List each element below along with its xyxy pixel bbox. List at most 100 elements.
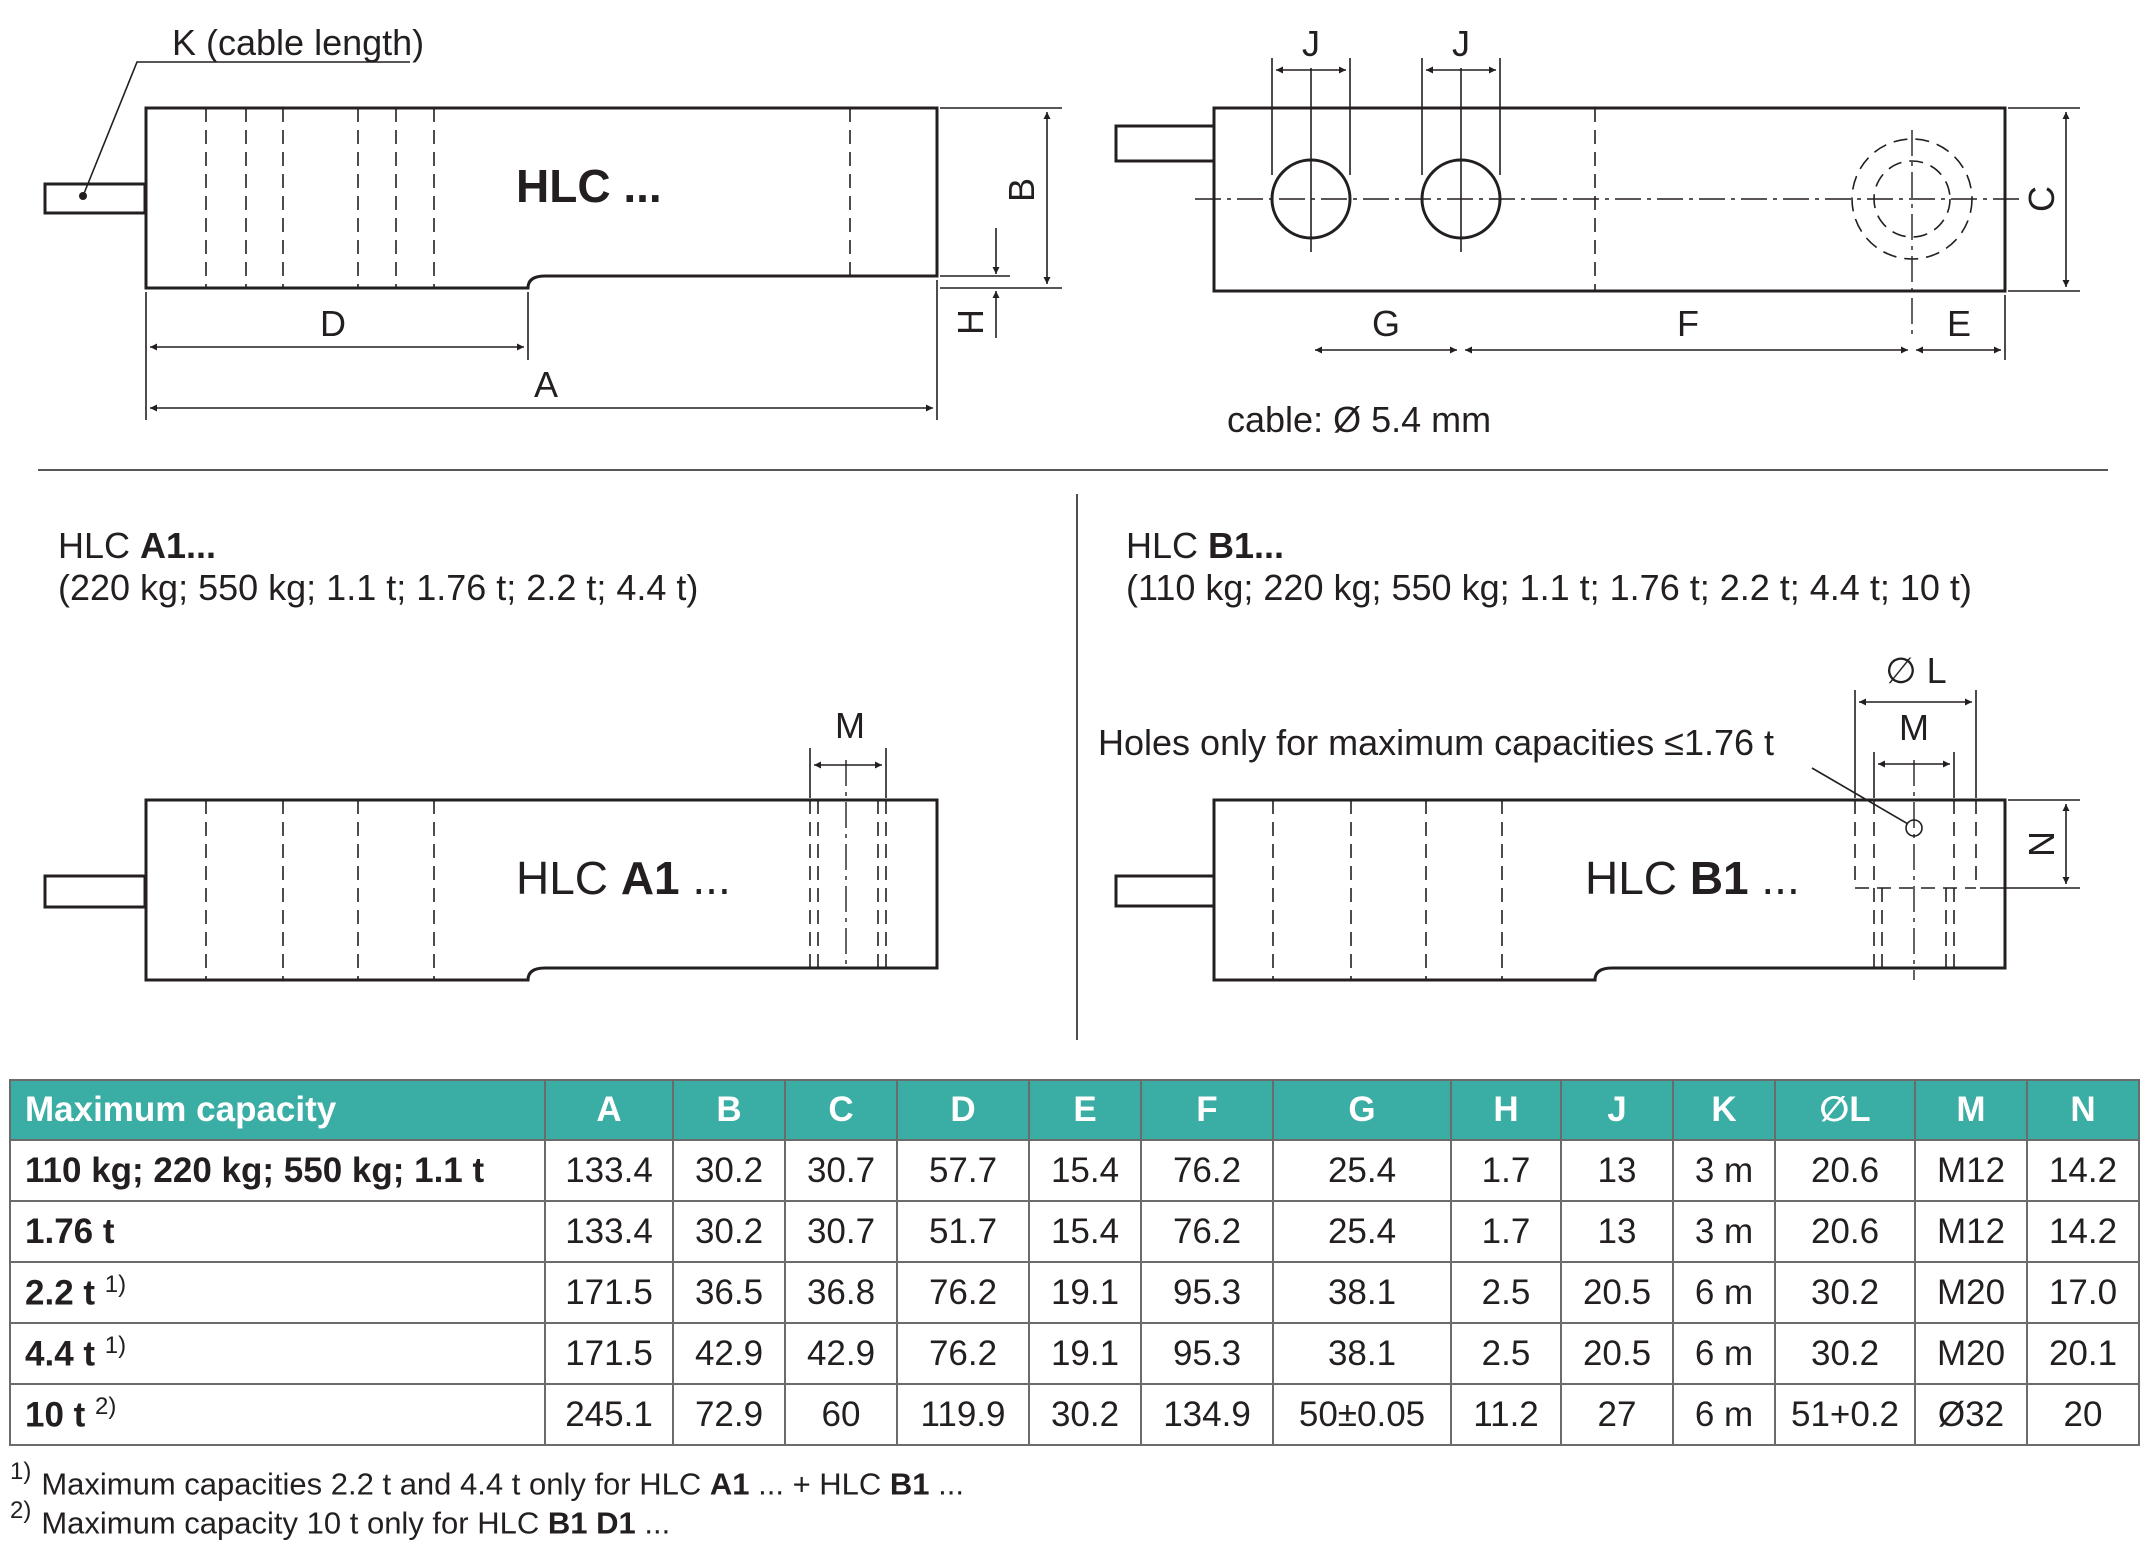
footnote-1: 1)Maximum capacities 2.2 t and 4.4 t onl… (10, 1458, 965, 1502)
value-cell-J: 20.5 (1560, 1261, 1674, 1324)
value-cell-G: 38.1 (1272, 1261, 1452, 1324)
capacity-cell: 110 kg; 220 kg; 550 kg; 1.1 t (9, 1139, 546, 1202)
value-cell-D: 76.2 (896, 1261, 1030, 1324)
value-cell-K: 6 m (1672, 1322, 1776, 1385)
cable-stub (43, 182, 147, 215)
capacity-cell: 1.76 t (9, 1200, 546, 1263)
header-N: N (2026, 1079, 2140, 1141)
dimension-table: Maximum capacity A B C D E F G H J K ∅L … (9, 1079, 2140, 1446)
header-G: G (1272, 1079, 1452, 1141)
dim-J1-label: J (1302, 23, 1320, 64)
dim-F-label: F (1677, 303, 1699, 344)
header-C: C (784, 1079, 898, 1141)
value-cell-E: 19.1 (1028, 1322, 1142, 1385)
dim-D-label: D (320, 303, 346, 344)
table-header-row: Maximum capacity A B C D E F G H J K ∅L … (9, 1079, 2140, 1141)
value-cell-N: 14.2 (2026, 1200, 2140, 1263)
cable-stub (1114, 874, 1216, 908)
capacity-cell: 10 t 2) (9, 1383, 546, 1446)
value-cell-N: 17.0 (2026, 1261, 2140, 1324)
value-cell-F: 76.2 (1140, 1139, 1274, 1202)
dim-M-label: M (1899, 707, 1929, 748)
value-cell-B: 36.5 (672, 1261, 786, 1324)
value-cell-D: 76.2 (896, 1322, 1030, 1385)
value-cell-B: 72.9 (672, 1383, 786, 1446)
value-cell-J: 13 (1560, 1200, 1674, 1263)
dim-E-label: E (1947, 303, 1971, 344)
value-cell-C: 60 (784, 1383, 898, 1446)
load-cell-body (144, 798, 939, 982)
variant-a1-title: HLC A1... (58, 525, 216, 566)
value-cell-A: 133.4 (544, 1200, 674, 1263)
value-cell-L: 51+0.2 (1774, 1383, 1916, 1446)
value-cell-A: 171.5 (544, 1261, 674, 1324)
capacity-cell: 4.4 t 1) (9, 1322, 546, 1385)
value-cell-F: 76.2 (1140, 1200, 1274, 1263)
value-cell-G: 25.4 (1272, 1200, 1452, 1263)
value-cell-H: 1.7 (1450, 1200, 1562, 1263)
value-cell-A: 245.1 (544, 1383, 674, 1446)
model-label: HLC ... (516, 160, 662, 212)
header-E: E (1028, 1079, 1142, 1141)
value-cell-B: 42.9 (672, 1322, 786, 1385)
value-cell-D: 119.9 (896, 1383, 1030, 1446)
dim-H-label: H (950, 309, 991, 335)
header-J: J (1560, 1079, 1674, 1141)
value-cell-A: 171.5 (544, 1322, 674, 1385)
header-M: M (1914, 1079, 2028, 1141)
value-cell-G: 25.4 (1272, 1139, 1452, 1202)
dim-G-label: G (1372, 303, 1400, 344)
header-B: B (672, 1079, 786, 1141)
value-cell-L: 30.2 (1774, 1322, 1916, 1385)
value-cell-M: Ø32 (1914, 1383, 2028, 1446)
dim-N-label: N (2021, 831, 2062, 857)
side-view: K (cable length) HLC ... B H D A (43, 22, 1062, 420)
variant-a1: HLC A1... (220 kg; 550 kg; 1.1 t; 1.76 t… (43, 525, 939, 982)
value-cell-E: 30.2 (1028, 1383, 1142, 1446)
value-cell-C: 30.7 (784, 1200, 898, 1263)
value-cell-K: 6 m (1672, 1383, 1776, 1446)
footnote-2: 2)Maximum capacity 10 t only for HLC B1 … (10, 1497, 671, 1541)
dim-J2-label: J (1452, 23, 1470, 64)
value-cell-M: M20 (1914, 1261, 2028, 1324)
header-maximum-capacity: Maximum capacity (9, 1079, 546, 1141)
header-F: F (1140, 1079, 1274, 1141)
value-cell-D: 51.7 (896, 1200, 1030, 1263)
value-cell-F: 95.3 (1140, 1322, 1274, 1385)
dim-M-label: M (835, 705, 865, 746)
value-cell-B: 30.2 (672, 1200, 786, 1263)
value-cell-C: 42.9 (784, 1322, 898, 1385)
value-cell-C: 30.7 (784, 1139, 898, 1202)
small-hole (1905, 819, 1923, 837)
value-cell-H: 2.5 (1450, 1261, 1562, 1324)
variant-a1-model-label: HLC A1 ... (516, 852, 731, 904)
dim-A-label: A (534, 364, 558, 405)
header-H: H (1450, 1079, 1562, 1141)
header-D: D (896, 1079, 1030, 1141)
variant-b1-model-label: HLC B1 ... (1585, 852, 1800, 904)
value-cell-N: 20.1 (2026, 1322, 2140, 1385)
load-cell-body (144, 106, 939, 290)
value-cell-E: 15.4 (1028, 1139, 1142, 1202)
value-cell-F: 95.3 (1140, 1261, 1274, 1324)
value-cell-C: 36.8 (784, 1261, 898, 1324)
load-cell-body (1212, 798, 2007, 982)
value-cell-H: 11.2 (1450, 1383, 1562, 1446)
variant-b1-capacities: (110 kg; 220 kg; 550 kg; 1.1 t; 1.76 t; … (1126, 567, 1972, 608)
value-cell-L: 20.6 (1774, 1139, 1916, 1202)
variant-b1: HLC B1... (110 kg; 220 kg; 550 kg; 1.1 t… (1098, 525, 2080, 982)
capacity-cell: 2.2 t 1) (9, 1261, 546, 1324)
value-cell-N: 14.2 (2026, 1139, 2140, 1202)
value-cell-E: 15.4 (1028, 1200, 1142, 1263)
cable-diameter-note: cable: Ø 5.4 mm (1227, 399, 1491, 440)
dim-L-label: ∅ L (1885, 650, 1946, 691)
variant-a1-capacities: (220 kg; 550 kg; 1.1 t; 1.76 t; 2.2 t; 4… (58, 567, 698, 608)
value-cell-A: 133.4 (544, 1139, 674, 1202)
header-A: A (544, 1079, 674, 1141)
value-cell-M: M12 (1914, 1139, 2028, 1202)
value-cell-H: 2.5 (1450, 1322, 1562, 1385)
value-cell-M: M20 (1914, 1322, 2028, 1385)
